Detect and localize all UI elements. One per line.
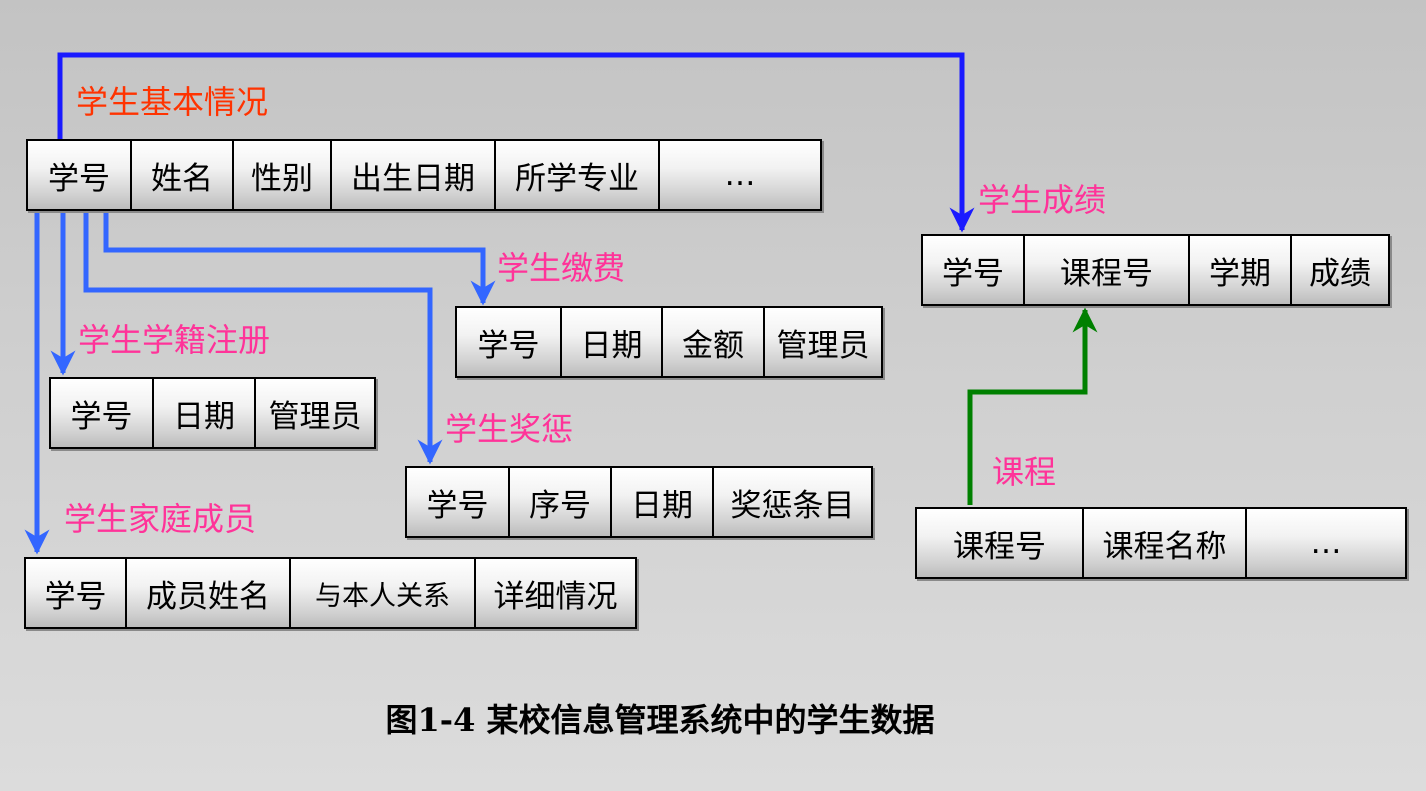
- field-cell: 奖惩条目: [712, 468, 871, 536]
- arrow-basic-to-grade: [57, 52, 975, 233]
- table-grade: 学号 课程号 学期 成绩: [921, 234, 1390, 306]
- arrow-basic-to-payment: [103, 210, 496, 306]
- field-cell: 日期: [560, 308, 661, 376]
- field-cell: 学期: [1188, 236, 1290, 304]
- field-cell: 日期: [152, 379, 254, 447]
- field-cell: 课程号: [917, 509, 1082, 577]
- field-cell: 学号: [923, 236, 1023, 304]
- field-cell: 管理员: [254, 379, 374, 447]
- field-cell: 学号: [28, 141, 130, 209]
- table-family: 学号 成员姓名 与本人关系 详细情况: [24, 557, 637, 629]
- field-cell: 学号: [26, 559, 125, 627]
- arrow-basic-to-reward: [83, 210, 443, 465]
- field-cell: 课程号: [1023, 236, 1188, 304]
- table-title-register: 学生学籍注册: [78, 321, 271, 359]
- field-cell: 学号: [407, 468, 508, 536]
- table-title-basic: 学生基本情况: [76, 83, 269, 121]
- field-cell: 学号: [457, 308, 560, 376]
- field-cell: 所学专业: [494, 141, 658, 209]
- table-title-course: 课程: [992, 453, 1057, 491]
- field-cell: 日期: [610, 468, 712, 536]
- field-cell: 成员姓名: [125, 559, 289, 627]
- field-cell: 出生日期: [330, 141, 494, 209]
- field-cell: 详细情况: [474, 559, 635, 627]
- field-cell: 课程名称: [1082, 509, 1245, 577]
- table-basic: 学号 姓名 性别 出生日期 所学专业 …: [26, 139, 822, 211]
- table-course: 课程号 课程名称 …: [915, 507, 1407, 579]
- field-cell: 与本人关系: [289, 559, 474, 627]
- field-cell: 姓名: [130, 141, 232, 209]
- table-title-family: 学生家庭成员: [64, 500, 257, 538]
- table-title-reward: 学生奖惩: [445, 410, 574, 448]
- figure-caption: 图1-4 某校信息管理系统中的学生数据: [385, 701, 935, 739]
- table-title-grade: 学生成绩: [978, 181, 1107, 219]
- field-cell: …: [1245, 509, 1405, 577]
- table-payment: 学号 日期 金额 管理员: [455, 306, 883, 378]
- arrow-course-to-grade: [967, 307, 1098, 505]
- table-reward: 学号 序号 日期 奖惩条目: [405, 466, 873, 538]
- field-cell: …: [658, 141, 820, 209]
- field-cell: 性别: [232, 141, 330, 209]
- field-cell: 管理员: [763, 308, 881, 376]
- field-cell: 成绩: [1290, 236, 1388, 304]
- field-cell: 序号: [508, 468, 610, 536]
- table-title-payment: 学生缴费: [497, 249, 626, 287]
- table-register: 学号 日期 管理员: [49, 377, 376, 449]
- field-cell: 金额: [661, 308, 763, 376]
- field-cell: 学号: [51, 379, 152, 447]
